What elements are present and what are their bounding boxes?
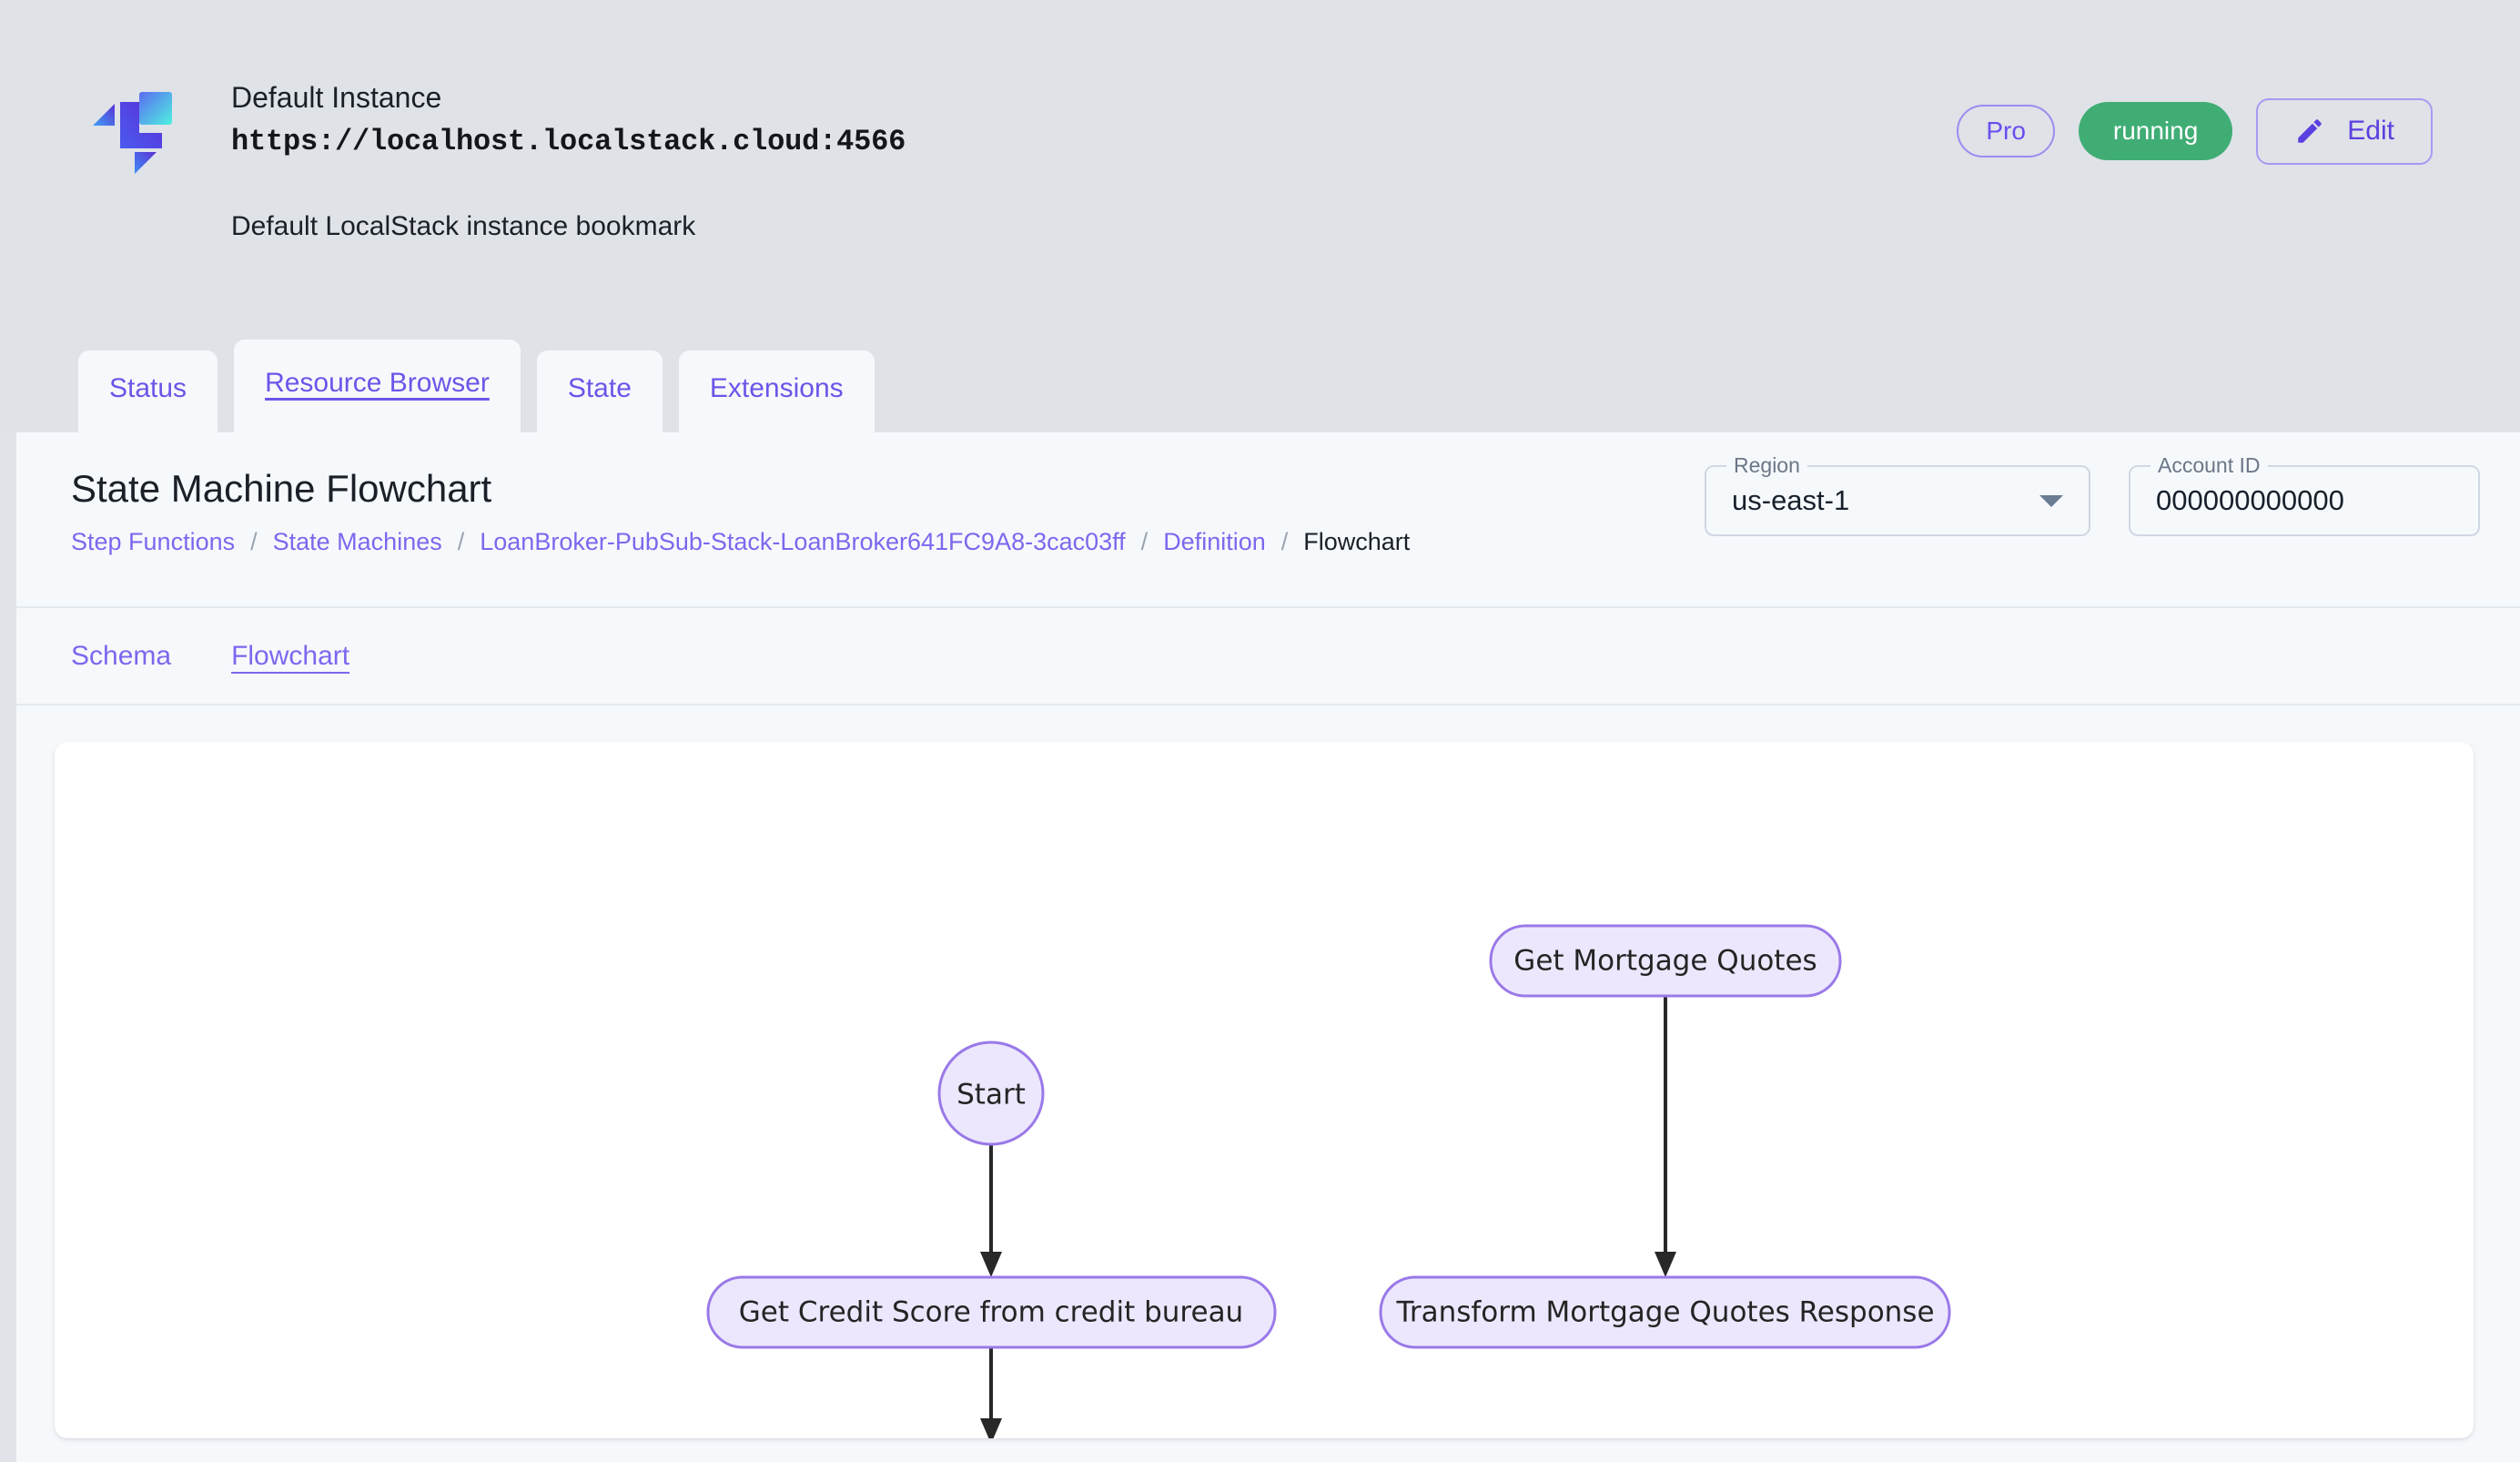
pencil-icon xyxy=(2298,119,2323,143)
account-id-input[interactable]: Account ID 000000000000 xyxy=(2129,453,2480,536)
breadcrumb: Step Functions / State Machines / LoanBr… xyxy=(71,528,2520,556)
breadcrumb-separator: / xyxy=(1140,527,1149,555)
breadcrumb-separator: / xyxy=(1280,527,1289,555)
chevron-down-icon xyxy=(2039,494,2063,507)
breadcrumb-item-definition[interactable]: Definition xyxy=(1163,527,1266,555)
localstack-logo-icon xyxy=(93,92,172,174)
breadcrumb-item-state-machine-name[interactable]: LoanBroker-PubSub-Stack-LoanBroker641FC9… xyxy=(480,527,1126,555)
content-panel: State Machine Flowchart Step Functions /… xyxy=(16,432,2520,1462)
flow-node-get-mortgage-quotes[interactable]: Get Mortgage Quotes xyxy=(1489,924,1842,998)
instance-header: Default Instance https://localhost.local… xyxy=(0,0,2520,432)
flow-edge-credit-to-request xyxy=(980,1347,1002,1438)
account-id-value: 000000000000 xyxy=(2156,484,2344,517)
account-id-label: Account ID xyxy=(2151,453,2268,479)
state-machine-flowchart: Start Get Credit Score from credit burea… xyxy=(706,924,1951,1438)
page-title: State Machine Flowchart xyxy=(71,467,492,510)
flow-node-get-mortgage-quotes-label: Get Mortgage Quotes xyxy=(1513,945,1817,978)
instance-name: Default Instance xyxy=(231,81,442,114)
flow-node-get-credit-score[interactable]: Get Credit Score from credit bureau xyxy=(706,1275,1277,1349)
tab-extensions[interactable]: Extensions xyxy=(678,350,875,432)
flow-edge-quotes-to-transform xyxy=(1655,996,1676,1277)
breadcrumb-item-state-machines[interactable]: State Machines xyxy=(272,527,442,555)
instance-endpoint: https://localhost.localstack.cloud:4566 xyxy=(231,125,906,159)
breadcrumb-item-flowchart: Flowchart xyxy=(1303,527,1411,555)
region-select[interactable]: Region us-east-1 xyxy=(1705,453,2090,536)
view-subtabs: Schema Flowchart xyxy=(16,608,2520,706)
breadcrumb-separator: / xyxy=(250,527,258,555)
tab-status-label: Status xyxy=(109,373,187,403)
subtab-flowchart[interactable]: Flowchart xyxy=(231,640,350,671)
status-badge: running xyxy=(2078,102,2233,161)
flow-node-get-credit-score-label: Get Credit Score from credit bureau xyxy=(739,1296,1243,1329)
scope-selectors: Region us-east-1 Account ID 000000000000 xyxy=(1705,453,2480,536)
breadcrumb-item-step-functions[interactable]: Step Functions xyxy=(71,527,236,555)
flow-node-start[interactable]: Start xyxy=(937,1041,1045,1146)
tab-resource-browser[interactable]: Resource Browser xyxy=(234,340,521,432)
edit-button[interactable]: Edit xyxy=(2256,98,2433,165)
header-actions: Pro running Edit xyxy=(1957,98,2433,165)
flow-node-start-label: Start xyxy=(956,1079,1026,1112)
tab-resource-browser-label: Resource Browser xyxy=(265,368,490,398)
flowchart-card: Start Get Credit Score from credit burea… xyxy=(55,742,2474,1438)
page-header: State Machine Flowchart Step Functions /… xyxy=(16,432,2520,608)
breadcrumb-separator: / xyxy=(457,527,465,555)
pro-badge[interactable]: Pro xyxy=(1957,105,2055,158)
edit-button-label: Edit xyxy=(2347,116,2394,146)
flow-edge-start-to-credit xyxy=(980,1144,1002,1277)
region-value: us-east-1 xyxy=(1732,484,1850,517)
tab-state-label: State xyxy=(567,373,632,403)
subtab-schema[interactable]: Schema xyxy=(71,640,172,671)
flow-node-transform-response[interactable]: Transform Mortgage Quotes Response xyxy=(1379,1275,1951,1349)
main-tabs: Status Resource Browser State Extensions xyxy=(78,340,875,432)
instance-description: Default LocalStack instance bookmark xyxy=(231,210,696,241)
tab-extensions-label: Extensions xyxy=(709,373,844,403)
region-label: Region xyxy=(1726,453,1807,479)
tab-status[interactable]: Status xyxy=(78,350,218,432)
tab-state[interactable]: State xyxy=(536,350,663,432)
flow-node-transform-response-label: Transform Mortgage Quotes Response xyxy=(1395,1296,1934,1329)
instance-summary: Default Instance https://localhost.local… xyxy=(0,0,2520,242)
